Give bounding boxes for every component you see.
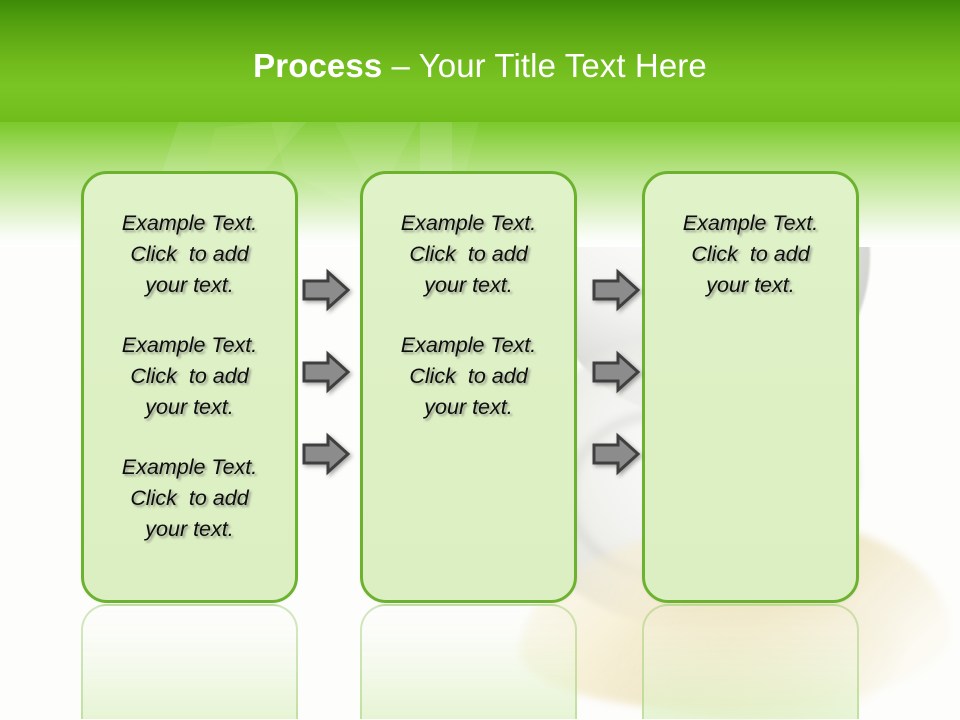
page-title-rest: – Your Title Text Here bbox=[382, 47, 707, 84]
arrow-right-icon-1-2[interactable] bbox=[302, 350, 351, 394]
box-reflection-2 bbox=[360, 604, 577, 719]
process-box-2-paragraph-1[interactable]: Example Text. Click to add your text. bbox=[400, 211, 537, 297]
process-box-1-paragraph-1[interactable]: Example Text. Click to add your text. bbox=[121, 211, 258, 297]
box-reflection-1 bbox=[81, 604, 298, 719]
process-box-2[interactable]: Example Text. Click to add your text. Ex… bbox=[360, 171, 577, 603]
process-box-3[interactable]: Example Text. Click to add your text. bbox=[642, 171, 859, 603]
arrow-right-icon-2-1[interactable] bbox=[592, 268, 641, 312]
process-box-3-paragraph-1[interactable]: Example Text. Click to add your text. bbox=[682, 211, 819, 297]
arrow-right-icon-1-3[interactable] bbox=[302, 432, 351, 476]
box-reflection-3 bbox=[642, 604, 859, 719]
page-title: Process – Your Title Text Here bbox=[0, 46, 960, 86]
process-box-1-paragraph-2[interactable]: Example Text. Click to add your text. bbox=[121, 333, 258, 419]
process-box-1-content: Example Text. Click to add your text. Ex… bbox=[84, 174, 295, 545]
title-bar: Process – Your Title Text Here bbox=[0, 0, 960, 122]
process-box-2-content: Example Text. Click to add your text. Ex… bbox=[363, 174, 574, 423]
process-box-1[interactable]: Example Text. Click to add your text. Ex… bbox=[81, 171, 298, 603]
process-box-3-content: Example Text. Click to add your text. bbox=[645, 174, 856, 301]
arrow-right-icon-2-2[interactable] bbox=[592, 350, 641, 394]
process-box-1-paragraph-3[interactable]: Example Text. Click to add your text. bbox=[121, 455, 258, 541]
page-title-bold: Process bbox=[253, 47, 383, 84]
arrow-right-icon-1-1[interactable] bbox=[302, 268, 351, 312]
process-box-2-paragraph-2[interactable]: Example Text. Click to add your text. bbox=[400, 333, 537, 419]
arrow-right-icon-2-3[interactable] bbox=[592, 432, 641, 476]
